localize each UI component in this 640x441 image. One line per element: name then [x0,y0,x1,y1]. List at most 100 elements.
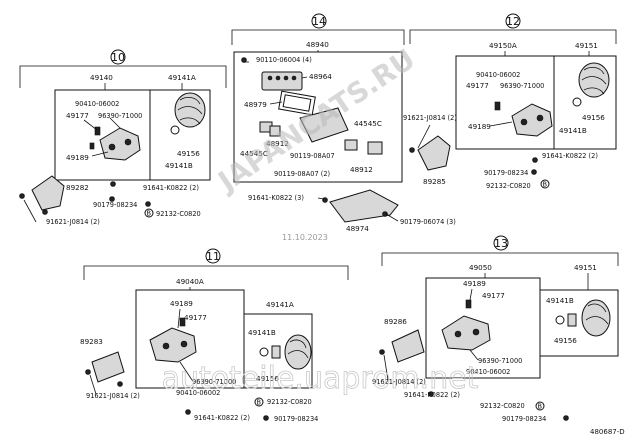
g10-label-92132: 92132-C0820 [156,210,201,218]
group-10: 10 49140 49141A B 90410-06002 49177 9639… [19,49,227,226]
g14-assy-label: 48940 [306,40,329,49]
watermark-autoteile: autoteile.uaprom.net [162,361,479,396]
g10-label-90179: 90179-08234 [93,201,137,209]
g12-label-90179: 90179-08234 [484,169,528,177]
bracket-48974-icon [329,189,399,223]
g14-label-48912b: 48912 [350,165,373,174]
fitting-icon [94,126,101,136]
group-12: 12 49150A 49151 B 90410-06002 49177 9639… [403,13,617,190]
group-14-number: 14 [312,15,326,28]
reservoir-tank-icon [174,92,206,128]
g11-label-96390: 96390-71000 [192,378,236,386]
control-unit-icon [261,71,303,91]
g13-label-91641: 91641-K0822 (2) [404,391,460,399]
g10-label-91621: 91621-J0814 (2) [46,218,100,226]
g12-label-90410: 90410-06002 [476,71,520,79]
g12-label-89285: 89285 [423,177,446,186]
b-marker-icon [144,208,154,218]
bracket-89285-icon [417,135,451,171]
g10-label-89282: 89282 [66,183,89,192]
g14-label-91641: 91641-K0822 (3) [248,194,304,202]
g10-tank-label: 49141A [168,73,196,82]
g13-label-91621: 91621-J0814 (2) [372,378,426,386]
g13-label-90410: 90410-06002 [466,368,510,376]
group-13: 13 49050 49151 B 49189 49177 89286 49141… [372,235,619,423]
g12-label-92132: 92132-C0820 [486,182,531,190]
g14-label-90119a: 90119-08A07 [290,152,335,160]
g12-label-91641: 91641-K0822 (2) [542,152,598,160]
g12-label-91621: 91621-J0814 (2) [403,114,457,122]
g11-tank-label: 49141A [266,300,294,309]
group-10-number: 10 [111,51,125,64]
g14-label-90119b: 90119-08A07 (2) [274,170,330,178]
g12-tank-label: 49151 [575,41,598,50]
g14-label-48979: 48979 [244,100,267,109]
g14-label-48964: 48964 [309,72,332,81]
g13-label-96390: 96390-71000 [478,357,522,365]
group-13-number: 13 [494,237,508,250]
bracket-89286-icon [391,329,425,363]
reservoir-tank-icon [284,334,312,370]
g12-label-49189: 49189 [468,122,491,131]
g10-label-49141b: 49141B [165,161,193,170]
g13-label-49189: 49189 [463,279,486,288]
g11-label-91621: 91621-J0814 (2) [86,392,140,400]
group-14: 14 48940 90110-06004 (4) 48964 48979 489… [231,13,456,233]
g14-label-44545c-b: 44545C [354,119,382,128]
g13-label-90179: 90179-08234 [502,415,546,423]
g10-label-90410: 90410-06002 [75,100,119,108]
pump-body-icon [149,327,197,363]
g11-label-89283: 89283 [80,337,103,346]
reservoir-tank-icon [581,299,611,337]
g12-label-49156: 49156 [582,113,605,122]
g11-label-49177: 49177 [184,313,207,322]
g11-assy-label: 49040A [176,277,204,286]
g13-label-49141b: 49141B [546,296,574,305]
g10-label-96390: 96390-71000 [98,112,142,120]
g13-label-49177: 49177 [482,291,505,300]
pump-body-icon [441,315,491,351]
g11-label-90410: 90410-06002 [176,389,220,397]
g11-label-91641: 91641-K0822 (2) [194,414,250,422]
g10-label-49156: 49156 [177,149,200,158]
bracket-89282-icon [31,175,65,211]
pump-body-icon [511,103,553,137]
bracket-48912-icon [299,107,349,143]
g11-label-49156: 49156 [256,374,279,383]
g11-label-49189: 49189 [170,299,193,308]
g12-label-96390: 96390-71000 [500,82,544,90]
g12-label-49177: 49177 [466,81,489,90]
g13-label-92132: 92132-C0820 [480,402,525,410]
diagram-id: 480687-D [590,428,625,436]
g13-label-49156: 49156 [554,336,577,345]
svg-text:B: B [543,181,548,189]
g14-label-90179: 90179-06074 (3) [400,218,456,226]
reservoir-tank-icon [578,62,610,98]
svg-text:B: B [147,210,152,218]
g14-label-48912a: 48912 [266,139,289,148]
g13-label-89286: 89286 [384,317,407,326]
g11-label-92132: 92132-C0820 [267,398,312,406]
group-11-number: 11 [206,250,220,263]
g12-label-49141b: 49141B [559,126,587,135]
g13-assy-label: 49050 [469,263,492,272]
g10-label-49177: 49177 [66,111,89,120]
g10-label-49189: 49189 [66,153,89,162]
g10-assy-label: 49140 [90,73,113,82]
g13-tank-label: 49151 [574,263,597,272]
g12-assy-label: 49150A [489,41,517,50]
g11-label-49141b: 49141B [248,328,276,337]
svg-text:B: B [257,399,262,407]
svg-text:B: B [538,403,543,411]
g14-label-48974: 48974 [346,224,369,233]
group-12-number: 12 [506,15,520,28]
g14-label-90110: 90110-06004 (4) [256,56,312,64]
pump-body-icon [99,127,141,161]
date-stamp: 11.10.2023 [282,233,328,242]
g10-label-91641: 91641-K0822 (2) [143,184,199,192]
g14-label-44545c-a: 44545C [240,149,268,158]
gasket-48979-icon [278,90,316,116]
g11-label-90179: 90179-08234 [274,415,318,423]
o-ring-icon [170,125,180,135]
